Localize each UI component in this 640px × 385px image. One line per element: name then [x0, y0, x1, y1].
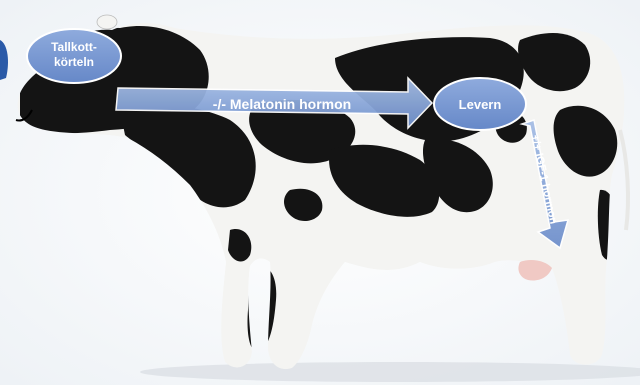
node-liver: Levern [434, 78, 526, 130]
liver-label: Levern [459, 97, 502, 112]
cow-ear [97, 15, 117, 29]
melatonin-arrow-label: -/- Melatonin hormon [213, 96, 351, 112]
pineal-gland-label-line2: körteln [54, 55, 94, 69]
pineal-gland-label-line1: Tallkott- [51, 40, 97, 54]
cow-shadow [140, 362, 640, 382]
node-pineal-gland: Tallkott- körteln [27, 29, 121, 83]
